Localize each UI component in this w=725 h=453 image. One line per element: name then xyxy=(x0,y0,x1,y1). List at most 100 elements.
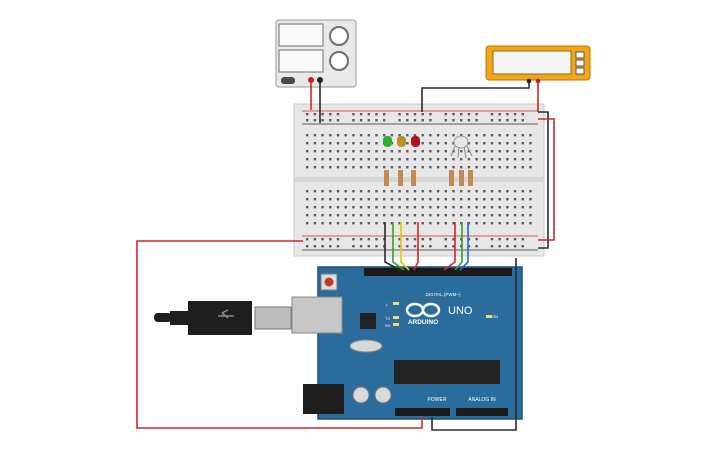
breadboard-hole[interactable] xyxy=(421,238,424,241)
breadboard-hole[interactable] xyxy=(452,113,455,116)
breadboard-hole[interactable] xyxy=(498,166,501,169)
breadboard-hole[interactable] xyxy=(498,245,501,248)
breadboard-hole[interactable] xyxy=(429,134,432,137)
breadboard-hole[interactable] xyxy=(383,190,386,193)
breadboard-hole[interactable] xyxy=(490,158,494,161)
breadboard-hole[interactable] xyxy=(467,113,471,116)
breadboard-hole[interactable] xyxy=(329,142,332,145)
breadboard-hole[interactable] xyxy=(490,198,494,201)
breadboard-hole[interactable] xyxy=(429,206,432,209)
breadboard-hole[interactable] xyxy=(521,150,524,153)
breadboard-hole[interactable] xyxy=(513,142,517,145)
breadboard-hole[interactable] xyxy=(429,190,432,193)
arduino-uno[interactable]: ARDUINO UNO DIGITAL (PWM~) POWER ANALOG … xyxy=(291,266,523,420)
breadboard-hole[interactable] xyxy=(398,119,401,122)
breadboard-hole[interactable] xyxy=(367,119,370,122)
breadboard-hole[interactable] xyxy=(313,150,317,153)
breadboard-hole[interactable] xyxy=(375,190,378,193)
breadboard-hole[interactable] xyxy=(398,166,401,169)
breadboard-hole[interactable] xyxy=(490,150,494,153)
breadboard-hole[interactable] xyxy=(313,166,317,169)
breadboard-hole[interactable] xyxy=(413,166,417,169)
breadboard-hole[interactable] xyxy=(352,150,355,153)
breadboard-hole[interactable] xyxy=(359,119,363,122)
multimeter[interactable] xyxy=(485,45,591,84)
breadboard-hole[interactable] xyxy=(498,222,501,225)
breadboard-hole[interactable] xyxy=(429,166,432,169)
breadboard-hole[interactable] xyxy=(321,142,324,145)
breadboard-hole[interactable] xyxy=(352,119,355,122)
breadboard-hole[interactable] xyxy=(467,222,471,225)
breadboard-hole[interactable] xyxy=(321,214,324,217)
breadboard-hole[interactable] xyxy=(359,238,363,241)
breadboard-hole[interactable] xyxy=(321,238,324,241)
breadboard-hole[interactable] xyxy=(352,222,355,225)
breadboard-hole[interactable] xyxy=(306,142,309,145)
breadboard-hole[interactable] xyxy=(436,222,440,225)
breadboard-hole[interactable] xyxy=(483,206,486,209)
breadboard-hole[interactable] xyxy=(429,113,432,116)
breadboard-hole[interactable] xyxy=(359,214,363,217)
breadboard-hole[interactable] xyxy=(329,134,332,137)
breadboard-hole[interactable] xyxy=(529,134,532,137)
breadboard-hole[interactable] xyxy=(406,198,409,201)
breadboard-hole[interactable] xyxy=(306,119,309,122)
breadboard-hole[interactable] xyxy=(506,150,509,153)
breadboard-hole[interactable] xyxy=(329,150,332,153)
breadboard-hole[interactable] xyxy=(529,190,532,193)
current-knob[interactable] xyxy=(329,51,349,71)
breadboard-hole[interactable] xyxy=(359,142,363,145)
breadboard-hole[interactable] xyxy=(406,158,409,161)
breadboard-hole[interactable] xyxy=(436,166,440,169)
breadboard-hole[interactable] xyxy=(467,134,471,137)
breadboard-hole[interactable] xyxy=(329,119,332,122)
breadboard-hole[interactable] xyxy=(367,238,370,241)
breadboard-hole[interactable] xyxy=(444,119,447,122)
breadboard-hole[interactable] xyxy=(398,158,401,161)
breadboard-hole[interactable] xyxy=(429,214,432,217)
breadboard-hole[interactable] xyxy=(529,214,532,217)
breadboard-hole[interactable] xyxy=(413,150,417,153)
breadboard-hole[interactable] xyxy=(321,190,324,193)
breadboard-hole[interactable] xyxy=(359,190,363,193)
breadboard-hole[interactable] xyxy=(521,142,524,145)
breadboard-hole[interactable] xyxy=(467,142,471,145)
breadboard-hole[interactable] xyxy=(383,166,386,169)
breadboard-hole[interactable] xyxy=(529,166,532,169)
breadboard-hole[interactable] xyxy=(475,214,478,217)
breadboard-hole[interactable] xyxy=(498,190,501,193)
breadboard-hole[interactable] xyxy=(406,166,409,169)
breadboard-hole[interactable] xyxy=(506,134,509,137)
breadboard-hole[interactable] xyxy=(344,134,347,137)
breadboard-hole[interactable] xyxy=(444,198,447,201)
breadboard-hole[interactable] xyxy=(375,214,378,217)
breadboard-hole[interactable] xyxy=(498,158,501,161)
breadboard-hole[interactable] xyxy=(390,134,394,137)
breadboard-hole[interactable] xyxy=(436,150,440,153)
breadboard-hole[interactable] xyxy=(352,113,355,116)
breadboard-hole[interactable] xyxy=(513,113,517,116)
breadboard-hole[interactable] xyxy=(321,206,324,209)
breadboard-hole[interactable] xyxy=(429,245,432,248)
breadboard-hole[interactable] xyxy=(513,158,517,161)
breadboard-hole[interactable] xyxy=(483,142,486,145)
breadboard-hole[interactable] xyxy=(490,245,494,248)
breadboard-hole[interactable] xyxy=(444,214,447,217)
breadboard-hole[interactable] xyxy=(490,238,494,241)
breadboard-hole[interactable] xyxy=(306,166,309,169)
breadboard-hole[interactable] xyxy=(490,119,494,122)
breadboard-hole[interactable] xyxy=(475,142,478,145)
breadboard-hole[interactable] xyxy=(460,150,463,153)
breadboard-hole[interactable] xyxy=(359,150,363,153)
breadboard-hole[interactable] xyxy=(429,150,432,153)
breadboard-hole[interactable] xyxy=(483,190,486,193)
breadboard-hole[interactable] xyxy=(390,158,394,161)
breadboard-hole[interactable] xyxy=(306,245,309,248)
breadboard-hole[interactable] xyxy=(321,198,324,201)
breadboard-hole[interactable] xyxy=(506,206,509,209)
breadboard-hole[interactable] xyxy=(329,222,332,225)
breadboard-hole[interactable] xyxy=(436,158,440,161)
breadboard-hole[interactable] xyxy=(460,198,463,201)
breadboard-hole[interactable] xyxy=(336,238,340,241)
breadboard-hole[interactable] xyxy=(306,150,309,153)
